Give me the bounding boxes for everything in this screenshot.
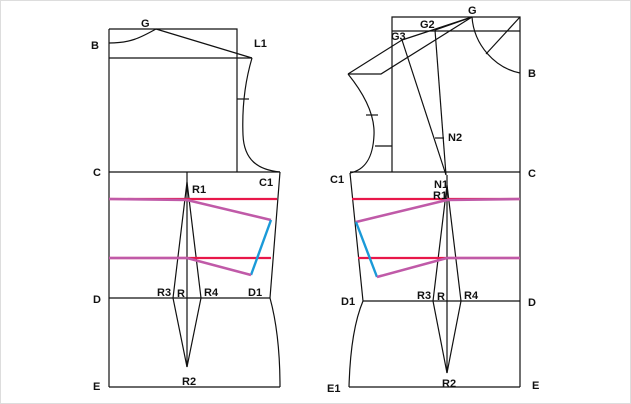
label-e1: E1 [327, 383, 340, 395]
label-r3: R3 [157, 287, 171, 299]
label-n1: N1 [434, 179, 448, 191]
label-g: G [141, 18, 150, 30]
label-c: C [528, 168, 536, 180]
label-r4: R4 [464, 290, 479, 302]
label-c: C [93, 167, 101, 179]
label-d: D [528, 297, 536, 309]
label-n2: N2 [448, 132, 462, 144]
front-bodice: G G2 G3 B N2 C1 C N1 R1 D1 R3 R R4 D E1 … [327, 5, 539, 395]
label-b: B [528, 68, 536, 80]
label-e: E [532, 380, 539, 392]
label-c1: C1 [330, 174, 344, 186]
back-bodice: G B L1 C C1 R1 R3 R R4 D D1 E R2 [91, 18, 281, 393]
label-c1: C1 [259, 177, 273, 189]
label-r: R [177, 288, 185, 300]
label-r1: R1 [433, 190, 447, 202]
label-r1: R1 [192, 184, 206, 196]
label-e: E [93, 381, 100, 393]
label-r3: R3 [417, 290, 431, 302]
label-b: B [91, 40, 99, 52]
label-d: D [93, 294, 101, 306]
label-d1: D1 [248, 287, 262, 299]
label-g3: G3 [391, 31, 406, 43]
label-d1: D1 [341, 296, 355, 308]
label-g2: G2 [420, 19, 435, 31]
label-r2: R2 [442, 378, 456, 390]
label-g: G [468, 5, 477, 17]
label-r2: R2 [182, 376, 196, 388]
label-l1: L1 [254, 38, 267, 50]
label-r4: R4 [204, 287, 219, 299]
label-r: R [437, 291, 445, 303]
